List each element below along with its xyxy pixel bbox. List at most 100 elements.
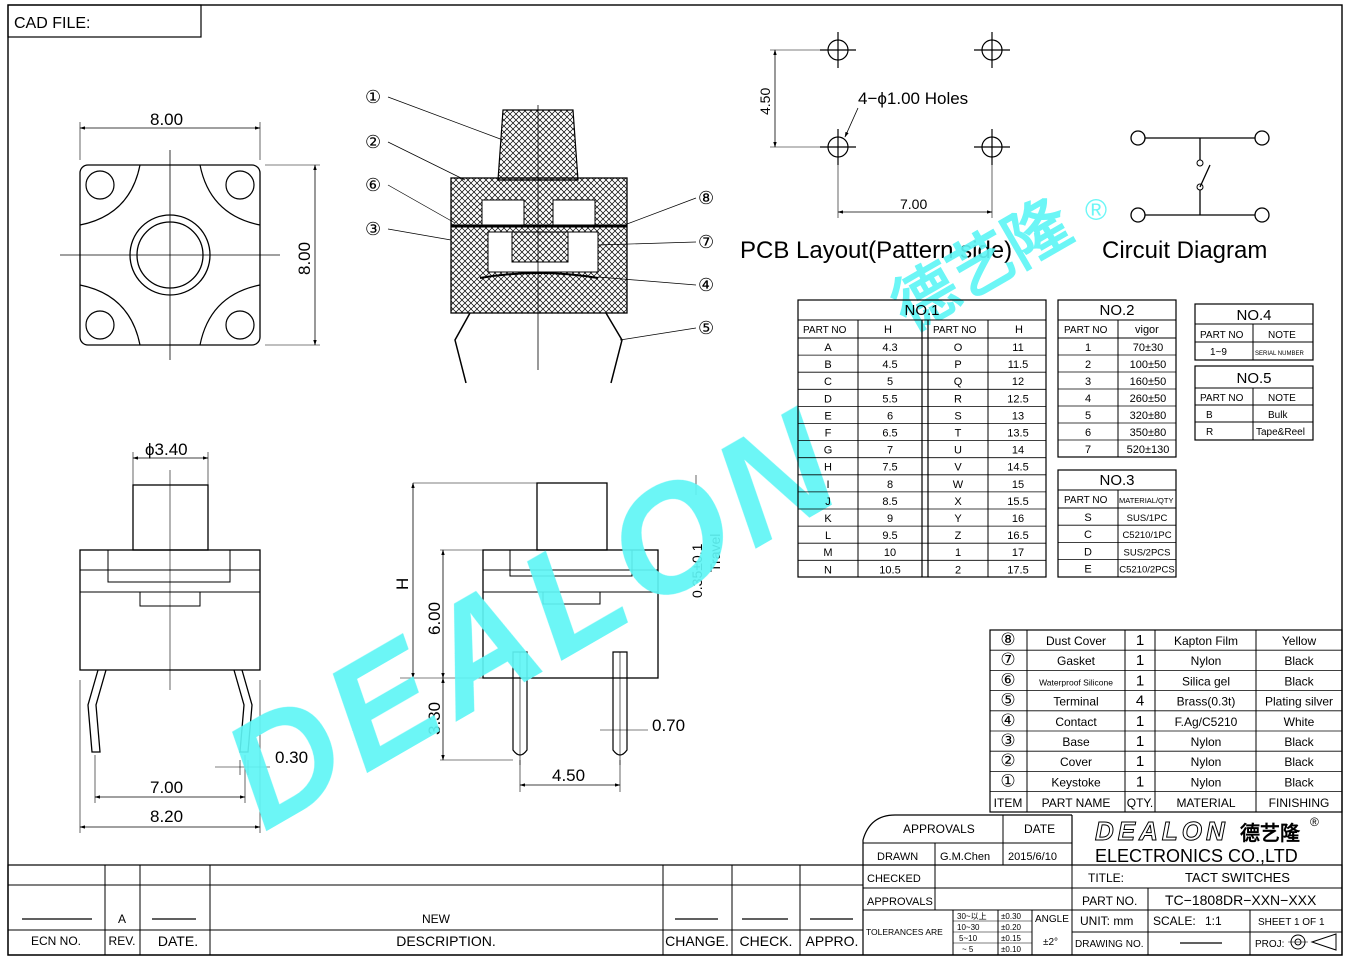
pcb-caption: PCB Layout(Pattern side) [740, 237, 1012, 264]
revision-block: A NEW ECN NO. REV. DATE. DESCRIPTION. CH… [8, 865, 863, 955]
no1-cell: 12 [1012, 376, 1024, 388]
circuit-caption: Circuit Diagram [1102, 237, 1267, 264]
no1-cell: P [954, 359, 961, 371]
tol-value-2: ±0.20 [1001, 923, 1022, 932]
no1-cell: A [824, 342, 832, 354]
bom-cell: ⑦ [1000, 650, 1015, 669]
pcb-layout: 4.50 4−ϕ1.00 Holes 7.00 PCB Layout(Patte… [740, 32, 1012, 264]
no1-cell: U [954, 445, 962, 457]
bom-cell: ⑧ [1000, 630, 1015, 649]
scale-label: SCALE: [1153, 914, 1196, 928]
front-view: H 6.00 3.30 4.50 0.70 [393, 482, 685, 792]
no2-cell: 70±30 [1133, 342, 1164, 354]
bom-cell: Brass(0.3t) [1177, 695, 1236, 709]
no4-h1: PART NO [1200, 330, 1244, 341]
no1-cell: 6 [887, 410, 893, 422]
bom-cell: 1 [1136, 672, 1144, 689]
tol-value-3: ±0.15 [1001, 934, 1022, 943]
callout-3: ③ [365, 219, 381, 239]
unit-label: UNIT: mm [1080, 914, 1133, 928]
bom-cell: Waterproof Silicone [1039, 677, 1113, 687]
bom-cell: Contact [1055, 715, 1097, 729]
no1-cell: 17 [1012, 547, 1024, 559]
no1-cell: O [954, 342, 963, 354]
bom-cell: Nylon [1191, 755, 1222, 769]
no1-cell: 7.5 [882, 462, 897, 474]
tol-value-4: ±0.10 [1001, 945, 1022, 954]
bom-cell: ④ [1000, 711, 1015, 730]
no5-r2c2: Tape&Reel [1256, 427, 1305, 438]
bom-cell: Silica gel [1182, 674, 1230, 688]
no5-r1c2: Bulk [1268, 410, 1288, 421]
appro-header: APPRO. [806, 933, 859, 949]
tol-range-2: 10~30 [957, 923, 980, 932]
no1-cell: R [954, 393, 962, 405]
no1-cell: L [825, 530, 831, 542]
pcb-vert-dim: 4.50 [757, 88, 773, 115]
watermark-reg: ® [1085, 194, 1107, 227]
pin-pitch-dim: 7.00 [150, 778, 183, 797]
travel-value: 0.35±0.1 [689, 543, 705, 598]
callout-1: ① [365, 87, 381, 107]
no1-cell: 15 [1012, 479, 1024, 491]
no2-cell: 350±80 [1130, 427, 1167, 439]
part-no-value: TC−1808DR−XXN−XXX [1165, 892, 1317, 908]
no1-cell: H [824, 462, 832, 474]
bom-h-finishing: FINISHING [1269, 796, 1330, 810]
tol-range-1: 30~以上 [957, 912, 987, 921]
cad-file-box [7, 4, 202, 38]
no1-cell: 5 [887, 376, 893, 388]
company-logo-cn: 德艺隆 [1240, 821, 1301, 845]
no1-h4: H [1015, 324, 1023, 336]
pin-width-dim: 0.70 [652, 716, 685, 735]
rev-a: A [118, 912, 126, 926]
approvals-label: APPROVALS [903, 822, 975, 836]
bom-cell: Yellow [1282, 634, 1317, 648]
bom-cell: ⑤ [1000, 691, 1015, 710]
no1-cell: 2 [955, 564, 961, 576]
no1-cell: 9 [887, 513, 893, 525]
no1-h2: H [884, 324, 892, 336]
no1-cell: 8 [887, 479, 893, 491]
no1-cell: J [825, 496, 831, 508]
no1-cell: G [824, 445, 833, 457]
drawn-by: G.M.Chen [940, 851, 990, 863]
no1-cell: 13.5 [1007, 428, 1028, 440]
no1-cell: 15.5 [1007, 496, 1028, 508]
no1-cell: 16.5 [1007, 530, 1028, 542]
no3-cell: SUS/2PCS [1124, 547, 1171, 558]
no4-r1c1: 1~9 [1210, 347, 1227, 358]
no1-cell: 8.5 [882, 496, 897, 508]
bom-cell: Nylon [1191, 775, 1222, 789]
no1-cell: F [825, 428, 832, 440]
rev-desc-new: NEW [422, 912, 451, 926]
bom-h-qty: QTY. [1127, 796, 1153, 810]
no1-cell: M [823, 547, 832, 559]
no1-cell: Q [954, 376, 963, 388]
bom-cell: 1 [1136, 733, 1144, 750]
bom-cell: Kapton Film [1174, 634, 1238, 648]
bom-cell: Black [1284, 735, 1314, 749]
no1-cell: 11 [1012, 342, 1023, 354]
no1-cell: 5.5 [882, 393, 897, 405]
change-header: CHANGE. [665, 933, 729, 949]
no1-cell: T [955, 428, 962, 440]
bom-cell: F.Ag/C5210 [1175, 715, 1238, 729]
no4-title: NO.4 [1236, 307, 1271, 324]
no1-h3: PART NO [933, 325, 977, 336]
tol-range-3: 5~10 [959, 934, 978, 943]
no1-cell: 4.5 [882, 359, 897, 371]
travel-label: Travel [707, 534, 723, 572]
section-view: ① ② ⑥ ③ ⑧ ⑦ ④ ⑤ [365, 87, 714, 384]
no1-cell: 1 [955, 547, 961, 559]
no1-cell: D [824, 393, 832, 405]
no1-cell: Z [955, 530, 962, 542]
bom-cell: Keystoke [1051, 775, 1101, 789]
no2-cell: 2 [1085, 359, 1091, 371]
callout-8: ⑧ [698, 188, 714, 208]
circuit-diagram: Circuit Diagram [1102, 130, 1270, 264]
no2-h2: vigor [1135, 324, 1159, 336]
pcb-horiz-dim: 7.00 [900, 196, 927, 212]
bom-cell: Nylon [1191, 735, 1222, 749]
no1-cell: V [954, 462, 962, 474]
